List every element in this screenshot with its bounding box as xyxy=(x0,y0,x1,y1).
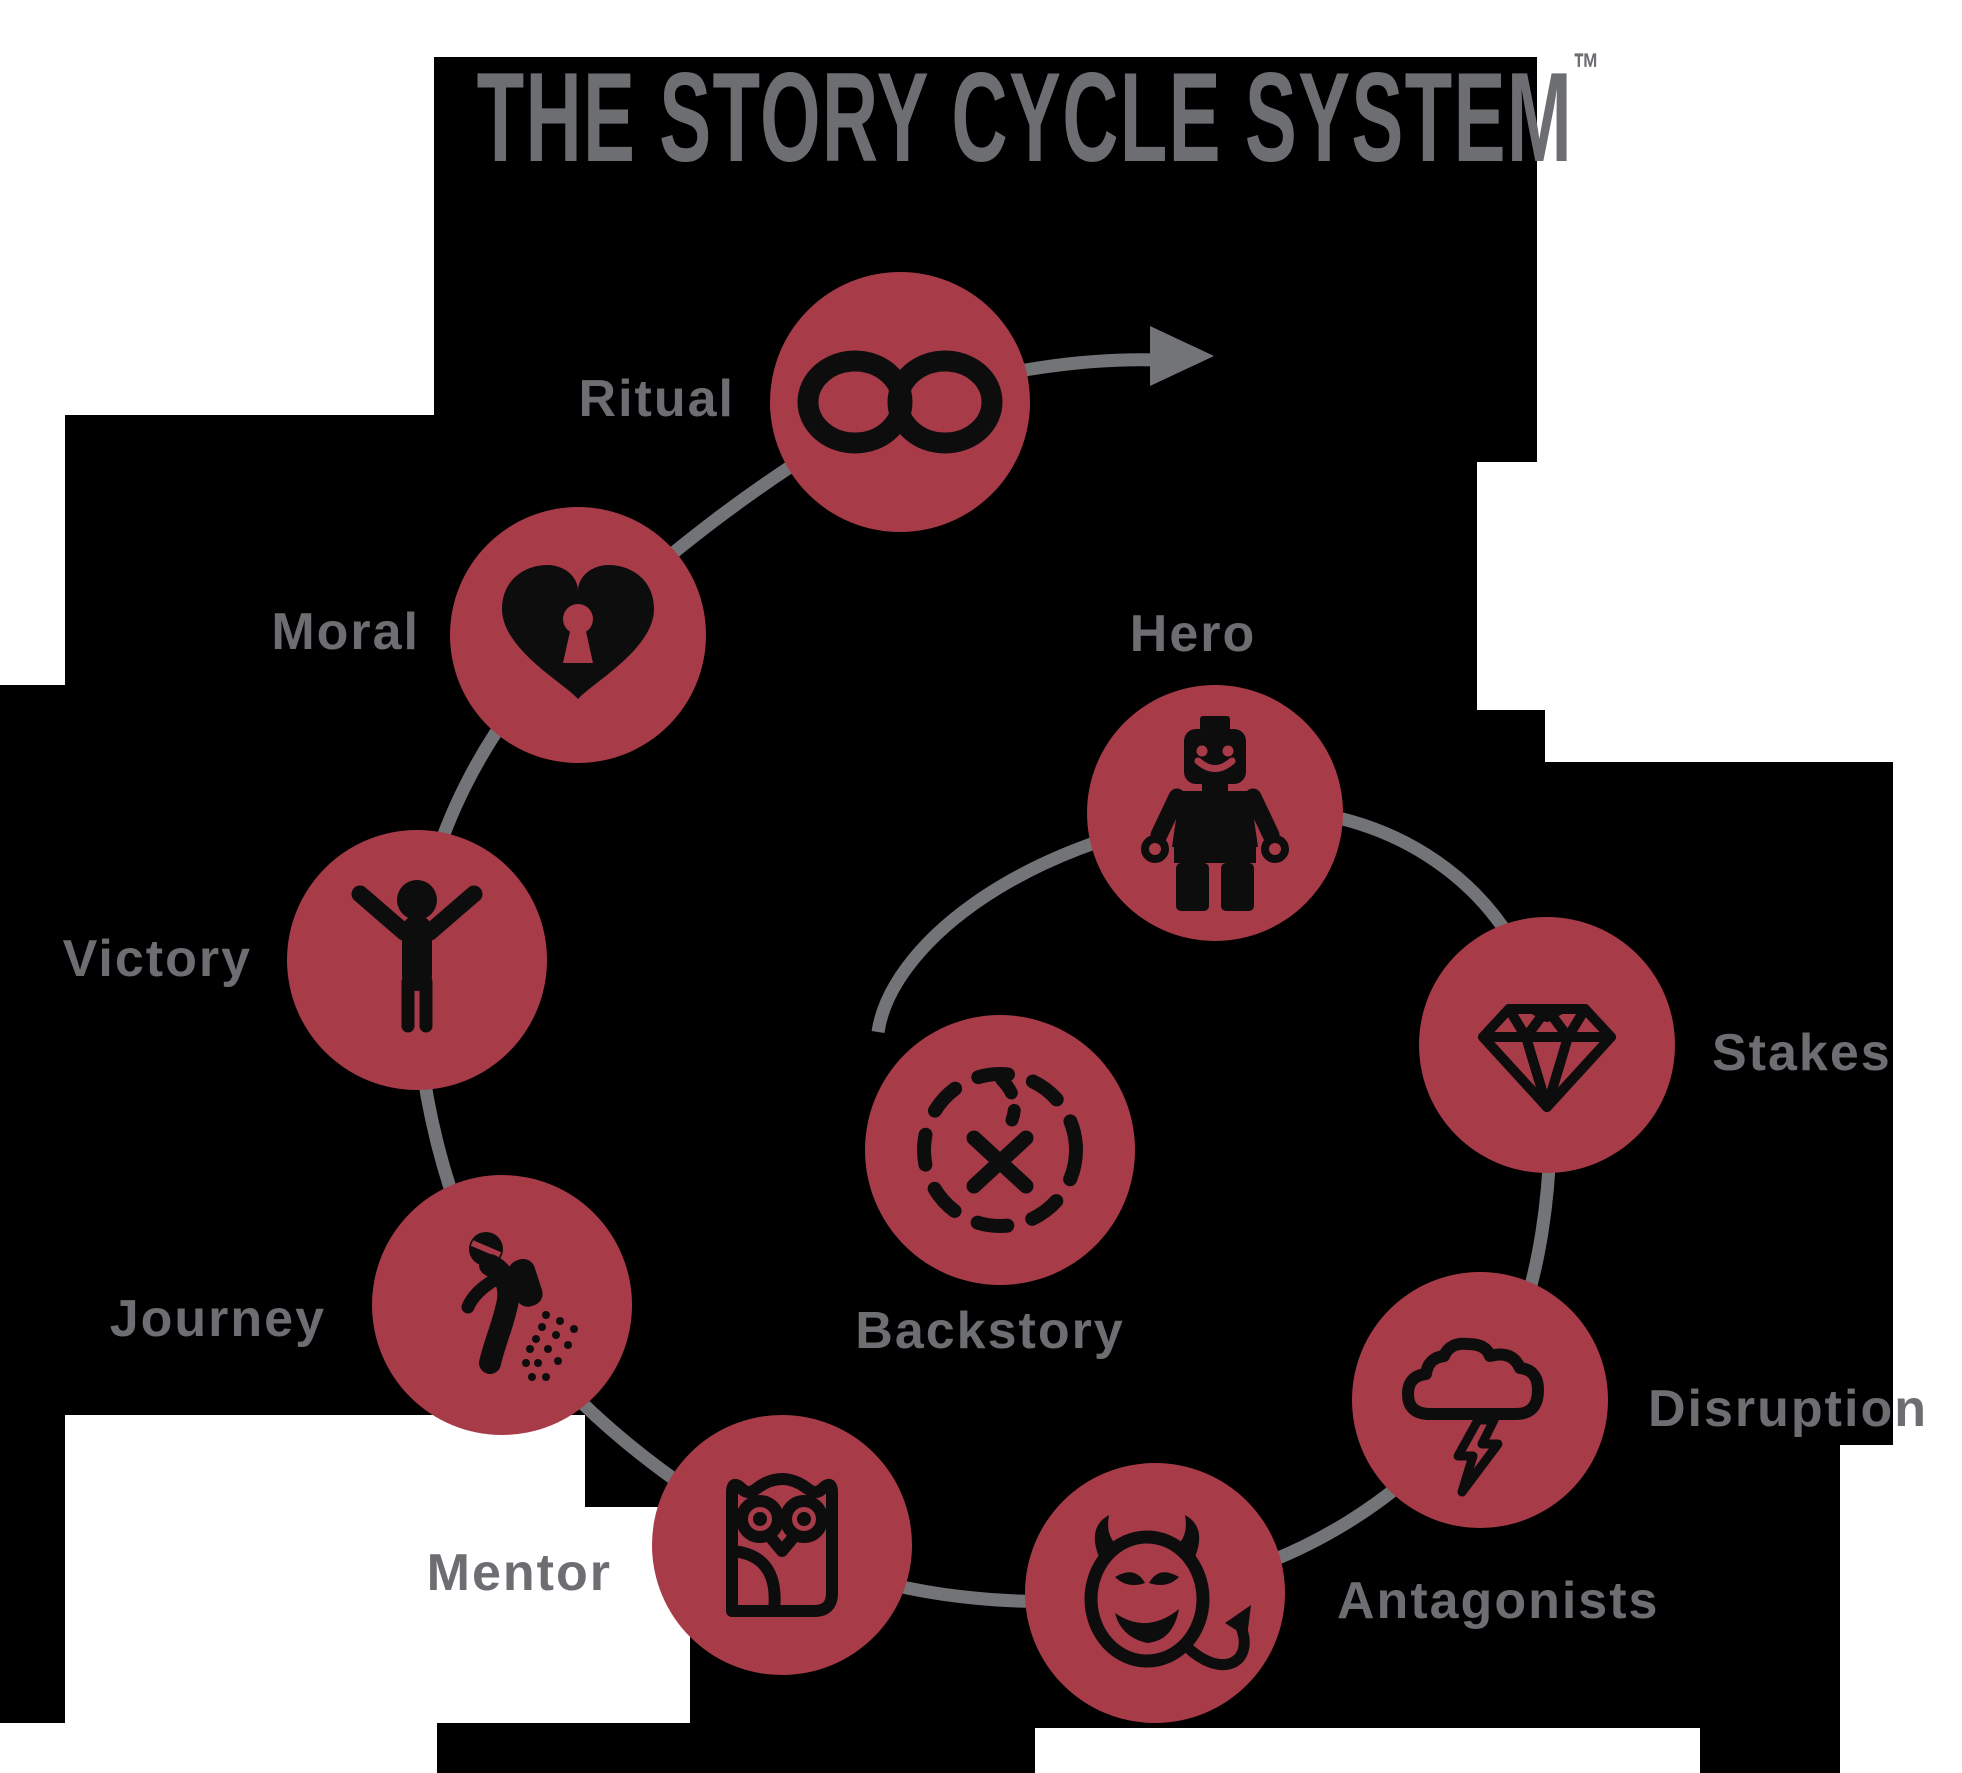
node-circle xyxy=(1419,917,1675,1173)
white-patch xyxy=(1537,0,1962,462)
white-patch xyxy=(1840,1445,1962,1773)
white-patch xyxy=(0,0,434,415)
infinity-icon xyxy=(797,350,1003,454)
white-patch xyxy=(65,1507,690,1723)
node-circle xyxy=(1025,1463,1285,1723)
person-arms-raised-icon xyxy=(351,880,483,1033)
node-label: Hero xyxy=(1130,605,1256,663)
white-patch xyxy=(1035,1728,1700,1773)
node-mentor: Mentor xyxy=(427,1415,912,1675)
node-circle xyxy=(865,1015,1135,1285)
node-journey: Journey xyxy=(110,1175,632,1435)
white-patch xyxy=(1477,462,1545,710)
node-moral: Moral xyxy=(271,507,706,763)
treasure-map-x-icon xyxy=(917,1067,1083,1233)
white-patch xyxy=(1545,462,1962,762)
owl-icon xyxy=(726,1473,838,1617)
node-label: Stakes xyxy=(1712,1024,1892,1082)
page-title: THE STORY CYCLE SYSTEM™ xyxy=(58,48,1962,182)
node-hero: Hero xyxy=(1087,605,1343,941)
node-ritual: Ritual xyxy=(579,272,1030,532)
node-label: Victory xyxy=(63,930,252,988)
lego-minifigure-icon xyxy=(1141,716,1289,911)
node-antagonists: Antagonists xyxy=(1025,1463,1659,1723)
flow-arrowhead-icon xyxy=(1150,326,1214,386)
node-circle xyxy=(1352,1272,1608,1528)
node-disruption: Disruption xyxy=(1352,1272,1928,1528)
white-patch xyxy=(0,1723,437,1773)
node-label: Mentor xyxy=(427,1544,612,1602)
node-label: Moral xyxy=(271,603,420,661)
node-label: Backstory xyxy=(855,1302,1124,1360)
trademark-symbol: ™ xyxy=(1573,45,1602,93)
node-backstory: Backstory xyxy=(855,1015,1135,1360)
diamond-icon xyxy=(1478,1004,1616,1112)
white-patch xyxy=(0,415,65,685)
node-label: Antagonists xyxy=(1337,1572,1659,1630)
node-victory: Victory xyxy=(63,830,547,1090)
heart-keyhole-icon xyxy=(502,565,654,699)
sower-seeds-icon xyxy=(461,1232,578,1381)
node-label: Journey xyxy=(110,1290,326,1348)
node-label: Ritual xyxy=(579,370,735,428)
node-stakes: Stakes xyxy=(1419,917,1892,1173)
page-title-text: THE STORY CYCLE SYSTEM xyxy=(476,46,1574,189)
node-label: Disruption xyxy=(1648,1380,1928,1438)
storm-cloud-lightning-icon xyxy=(1402,1337,1544,1497)
devil-face-icon xyxy=(1084,1515,1251,1670)
